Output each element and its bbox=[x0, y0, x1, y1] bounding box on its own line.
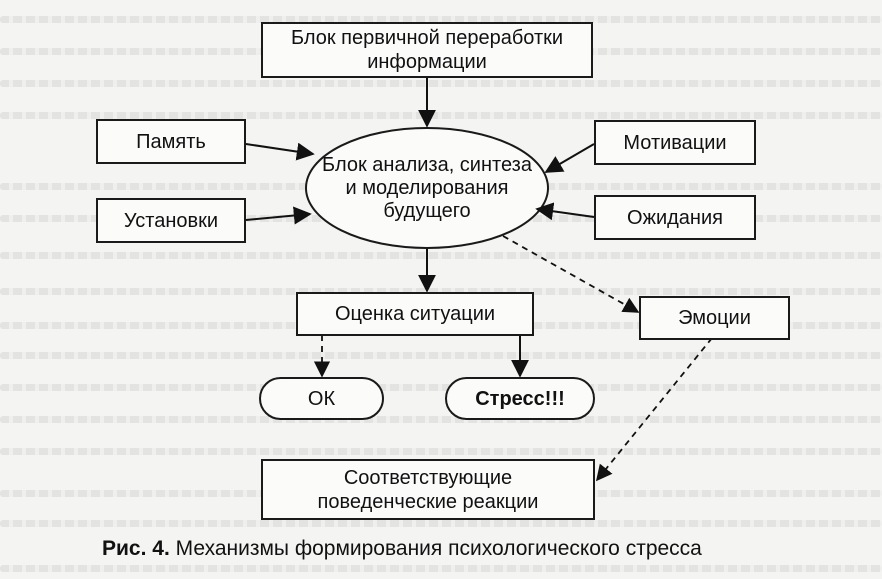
arrow-emotions-to-reactions bbox=[595, 337, 713, 482]
analysis-block-label: Блок анализа, синтеза и моделирования бу… bbox=[322, 153, 532, 222]
figure-title: Механизмы формирования психологического … bbox=[169, 537, 702, 560]
background-text-line bbox=[0, 252, 882, 259]
background-text-line bbox=[0, 416, 882, 423]
figure-number: Рис. 4. bbox=[102, 537, 170, 560]
arrow-attitudes-to-center bbox=[245, 206, 312, 225]
behavioral-reactions-label: Соответствующие поведенческие реакции bbox=[317, 466, 539, 513]
ok-outcome: ОК bbox=[259, 377, 384, 420]
attitudes-label: Установки bbox=[123, 209, 219, 232]
stress-label: Стресс!!! bbox=[475, 387, 565, 410]
emotions-label: Эмоции bbox=[678, 307, 751, 329]
motivations-label: Мотивации bbox=[623, 131, 727, 154]
background-text-line bbox=[0, 16, 882, 23]
arrow-center-to-emotions bbox=[502, 235, 640, 313]
attitudes-box: Установки bbox=[96, 198, 246, 243]
motivations-box: Мотивации bbox=[594, 120, 756, 165]
expectations-box: Ожидания bbox=[594, 195, 756, 240]
primary-processing-box: Блок первичной переработки информации bbox=[261, 22, 593, 78]
stress-outcome: Стресс!!! bbox=[445, 377, 595, 420]
background-text-line bbox=[0, 352, 882, 359]
ok-label: ОК bbox=[307, 387, 336, 410]
behavioral-reactions-box: Соответствующие поведенческие реакции bbox=[261, 459, 595, 520]
assessment-label: Оценка ситуации bbox=[334, 303, 496, 325]
background-text-line bbox=[0, 112, 882, 119]
background-text-line bbox=[0, 565, 882, 572]
emotions-box: Эмоции bbox=[639, 296, 790, 340]
analysis-block-ellipse bbox=[305, 127, 549, 249]
background-text-line bbox=[0, 384, 882, 391]
arrow-memory-to-center bbox=[245, 142, 315, 161]
figure-caption: Рис. 4. Механизмы формирования психологи… bbox=[102, 537, 802, 561]
background-text-line bbox=[0, 448, 882, 455]
background-text-line bbox=[0, 80, 882, 87]
background-text-line bbox=[0, 288, 882, 295]
assessment-box: Оценка ситуации bbox=[296, 292, 534, 336]
background-text-line bbox=[0, 520, 882, 527]
expectations-label: Ожидания bbox=[627, 206, 723, 229]
primary-processing-label: Блок первичной переработки информации bbox=[290, 27, 564, 73]
arrow-motivations-to-center bbox=[544, 143, 595, 173]
arrow-expectations-to-center bbox=[535, 202, 595, 221]
memory-label: Память bbox=[136, 130, 206, 153]
memory-box: Память bbox=[96, 119, 246, 164]
